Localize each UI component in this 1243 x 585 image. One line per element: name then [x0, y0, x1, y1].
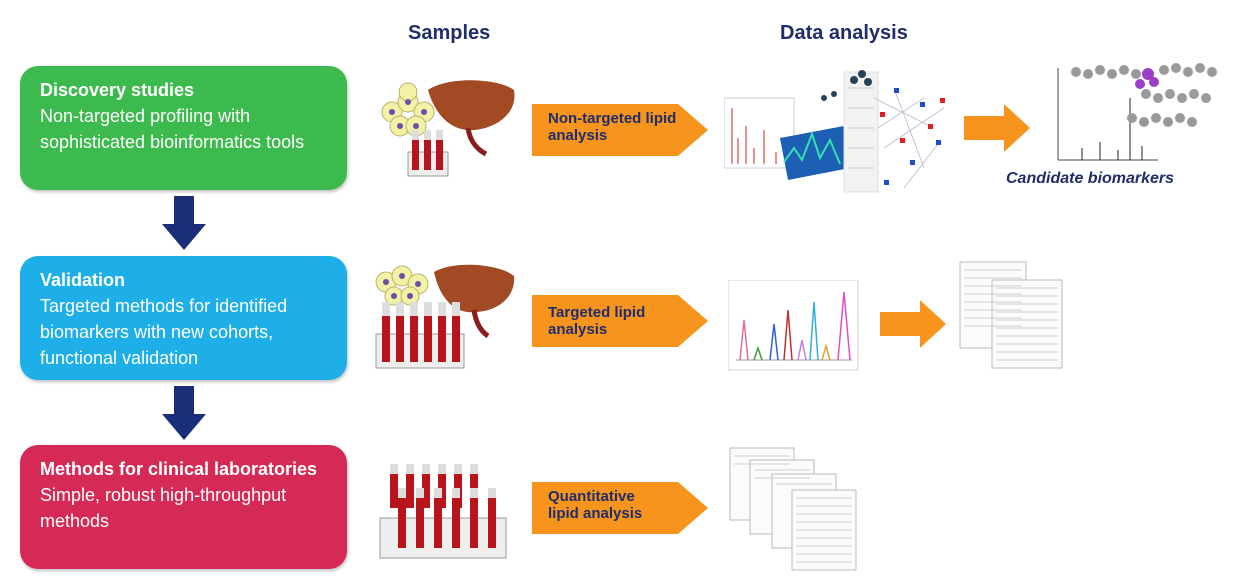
down-arrow-icon	[162, 386, 206, 440]
discovery-title: Discovery studies	[40, 80, 195, 100]
candidate-biomarkers-caption: Candidate biomarkers	[1006, 170, 1175, 187]
validation-title: Validation	[40, 270, 126, 290]
discovery-description: Non-targeted profiling with sophisticate…	[40, 106, 305, 152]
quantitative-arrow-icon	[532, 482, 708, 534]
spectra-network-collage-illustration	[724, 70, 945, 193]
clinical-title: Methods for clinical laboratories	[40, 459, 318, 479]
chromatogram-illustration	[728, 280, 859, 371]
samples-cells-liver-tubes-illustration	[381, 80, 515, 177]
data-analysis-header: Data analysis	[780, 22, 908, 44]
targeted-label: Targeted lipid analysis	[548, 304, 646, 338]
right-arrow-icon	[880, 300, 946, 348]
result-tables-illustration	[959, 261, 1063, 369]
samples-cells-liver-rack-illustration	[375, 264, 515, 369]
discovery-stage-box: Discovery studies Non-targeted profiling…	[20, 66, 347, 190]
samples-header: Samples	[408, 22, 491, 44]
clinical-stage-box: Methods for clinical laboratories Simple…	[20, 445, 347, 569]
quantitative-tables-illustration	[729, 447, 857, 571]
right-arrow-icon	[964, 104, 1030, 152]
down-arrow-icon	[162, 196, 206, 250]
samples-tube-racks-illustration	[379, 464, 507, 559]
non-targeted-label: Non-targeted lipid analysis	[548, 110, 677, 144]
validation-description: Targeted methods for identified biomarke…	[40, 296, 288, 368]
non-targeted-arrow-icon	[532, 104, 708, 156]
quantitative-label: Quantitative lipid analysis	[548, 488, 643, 522]
targeted-arrow-icon	[532, 295, 708, 347]
clinical-description: Simple, robust high-throughput methods	[40, 485, 287, 531]
validation-stage-box: Validation Targeted methods for identifi…	[20, 256, 347, 380]
biomarker-spectrum-lipid-illustration	[1057, 63, 1217, 161]
